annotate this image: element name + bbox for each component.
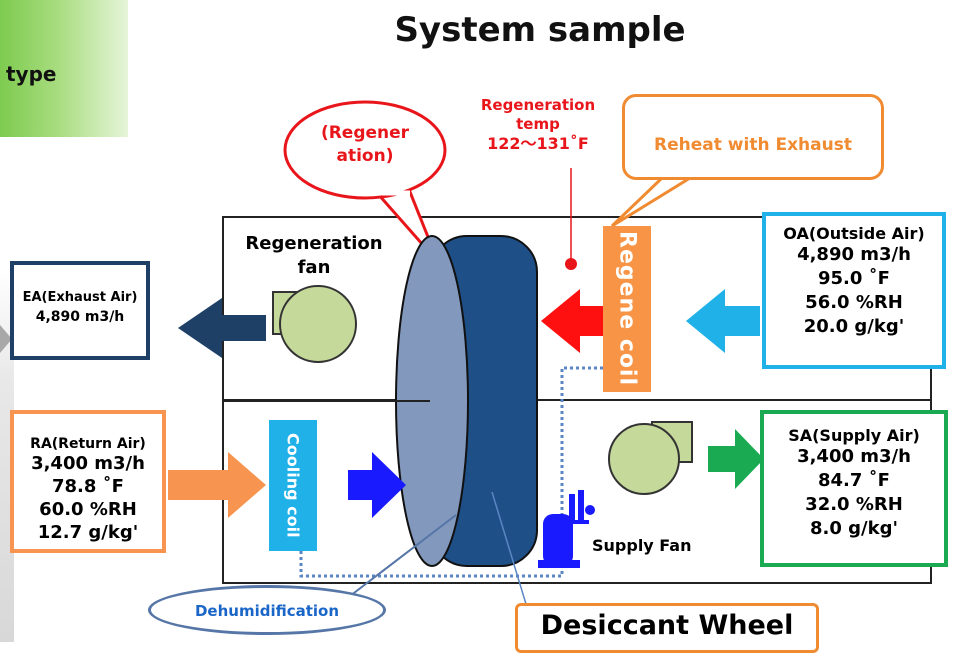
reheat-bubble: Reheat with Exhaust [622,94,884,180]
ra-abs-humidity: 12.7 g/kg' [37,522,139,543]
regeneration-bubble-line-1: (Regener [320,123,410,143]
ra-arrow [168,452,266,518]
regen-temp-line-2: temp [516,115,560,133]
cool-air-arrow [348,452,406,518]
regen-temp-line-1: Regeneration [480,96,596,114]
unit-divider [222,399,932,401]
sa-box: SA(Supply Air) 3,400 m3/h 84.7 ˚F 32.0 %… [760,410,948,567]
regeneration-temp-label: Regeneration temp 122～131˚F [468,96,608,153]
cooling-coil: Cooling coil [269,420,317,551]
ra-rh: 60.0 %RH [39,499,137,520]
oa-abs-humidity: 20.0 g/kg' [803,316,905,337]
regen-temp-value: 122～131˚F [487,134,589,153]
oa-header: OA(Outside Air) [783,224,925,243]
regeneration-bubble-line-2: ation) [336,146,394,166]
sa-flow: 3,400 m3/h [797,446,911,467]
regen-fan-line-2: fan [297,257,331,278]
regene-coil: Regene coil [603,226,651,392]
regen-fan-line-1: Regeneration [245,233,383,254]
sa-temp: 84.7 ˚F [818,470,890,491]
ea-flow: 4,890 m3/h [35,309,125,325]
oa-flow: 4,890 m3/h [797,244,911,265]
desiccant-wheel-label: Desiccant Wheel [515,603,819,653]
oa-rh: 56.0 %RH [805,292,903,313]
oa-box: OA(Outside Air) 4,890 m3/h 95.0 ˚F 56.0 … [762,212,946,369]
dehum-leader [349,514,457,597]
desiccant-wheel [222,235,538,567]
regeneration-bubble-text: (Regener ation) [300,122,430,168]
type-label: type [6,62,57,86]
supply-fan-label: Supply Fan [592,536,692,555]
compressor-icon [538,490,595,568]
sa-header: SA(Supply Air) [788,426,920,445]
dotted-pipe-upper [560,366,603,530]
regen-air-arrow [541,289,603,353]
sa-rh: 32.0 %RH [805,494,903,515]
sa-arrow [708,429,764,489]
ea-arrow [178,298,266,358]
reheat-bubble-tail [610,176,696,228]
regeneration-fan-label: Regeneration fan [234,232,394,280]
ra-header: RA(Return Air) [30,436,146,452]
ra-flow: 3,400 m3/h [31,453,145,474]
dotted-pipe-lower [299,540,564,578]
left-arrow-stub [0,325,12,353]
dehumidification-bubble: Dehumidification [148,585,386,635]
ra-temp: 78.8 ˚F [52,476,124,497]
cooling-coil-label: Cooling coil [283,433,303,538]
type-panel [0,0,128,137]
oa-temp: 95.0 ˚F [818,268,890,289]
regeneration-fan-icon [272,285,357,363]
oa-arrow [686,289,760,353]
desiccant-leader [491,491,527,605]
ea-box: EA(Exhaust Air) 4,890 m3/h [10,261,150,360]
ra-box: RA(Return Air) 3,400 m3/h 78.8 ˚F 60.0 %… [10,410,166,553]
sa-abs-humidity: 8.0 g/kg' [810,518,898,539]
ea-header: EA(Exhaust Air) [22,290,138,305]
diagram-title: System sample [394,10,686,50]
regene-coil-label: Regene coil [614,231,640,387]
temp-sensor-dot [565,258,577,270]
supply-fan-icon [608,421,693,495]
